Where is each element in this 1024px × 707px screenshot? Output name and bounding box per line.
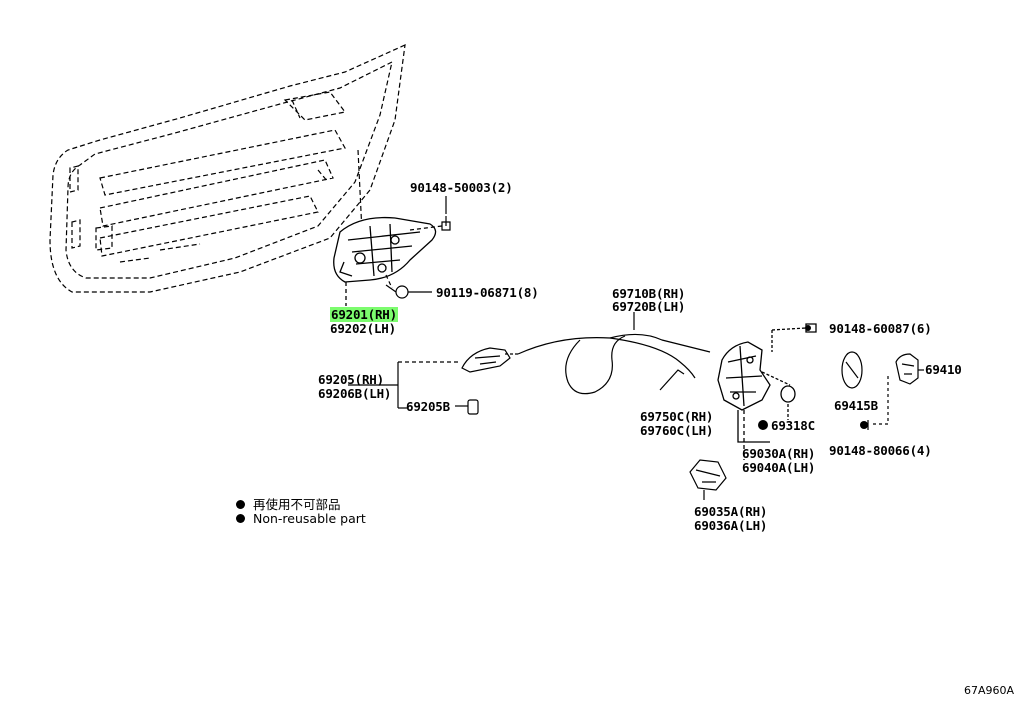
bolt-head-dot: [805, 325, 811, 331]
label-seal: 69318C: [758, 419, 815, 433]
label-cover: 69415B: [834, 398, 878, 413]
door-lock-part: [717, 323, 817, 460]
label-highlight: 69201(RH): [330, 307, 398, 322]
label-motor-lh: 69036A(LH): [694, 518, 768, 533]
label-screw-lock: 90148-60087(6): [829, 321, 932, 336]
label-rod-lh: 69760C(LH): [640, 423, 714, 438]
label-cable-lh: 69720B(LH): [612, 299, 686, 314]
label-inside-handle-lh: 69206B(LH): [318, 386, 392, 401]
label-bolt-upper: 90148-50003(2): [410, 180, 513, 195]
inside-handle-part: [348, 347, 518, 415]
cable-part: [517, 312, 711, 395]
label-rod-rh: 69750C(RH): [640, 409, 714, 424]
label-inside-handle-rh: 69205(RH): [318, 372, 384, 387]
label-bolt-lower: 90119-06871(8): [436, 285, 539, 300]
label-outside-handle-rh: 69201(RH): [330, 307, 398, 322]
label-motor-rh: 69035A(RH): [694, 504, 768, 519]
label-cable-rh: 69710B(RH): [612, 286, 686, 301]
bolt-lower-part: [385, 274, 432, 299]
legend-en: Non-reusable part: [236, 511, 366, 526]
label-seal-text: 69318C: [771, 418, 815, 433]
legend-jp-text: 再使用不可部品: [253, 497, 341, 512]
diagram-code: 67A960A: [963, 684, 1014, 697]
legend-jp: 再使用不可部品: [236, 494, 341, 513]
lock-motor-part: [689, 459, 727, 500]
striker-part: [867, 353, 924, 430]
label-outside-handle-lh: 69202(LH): [330, 321, 396, 336]
cover-part: [841, 351, 863, 389]
label-screw-striker: 90148-80066(4): [829, 443, 932, 458]
label-lock-lh: 69040A(LH): [742, 460, 816, 475]
non-reusable-dot-icon: [758, 420, 768, 430]
door-panel: [49, 44, 406, 293]
label-lock-rh: 69030A(RH): [742, 446, 816, 461]
outside-handle-part: [333, 216, 437, 306]
legend-dot-icon: [236, 514, 245, 523]
screw-head-dot: [860, 421, 868, 429]
label-inside-handle-sub: 69205B: [406, 399, 450, 414]
label-striker: 69410: [925, 362, 962, 377]
legend-dot-icon: [236, 500, 245, 509]
bolt-upper-part: [409, 196, 451, 231]
legend-en-text: Non-reusable part: [253, 511, 366, 526]
